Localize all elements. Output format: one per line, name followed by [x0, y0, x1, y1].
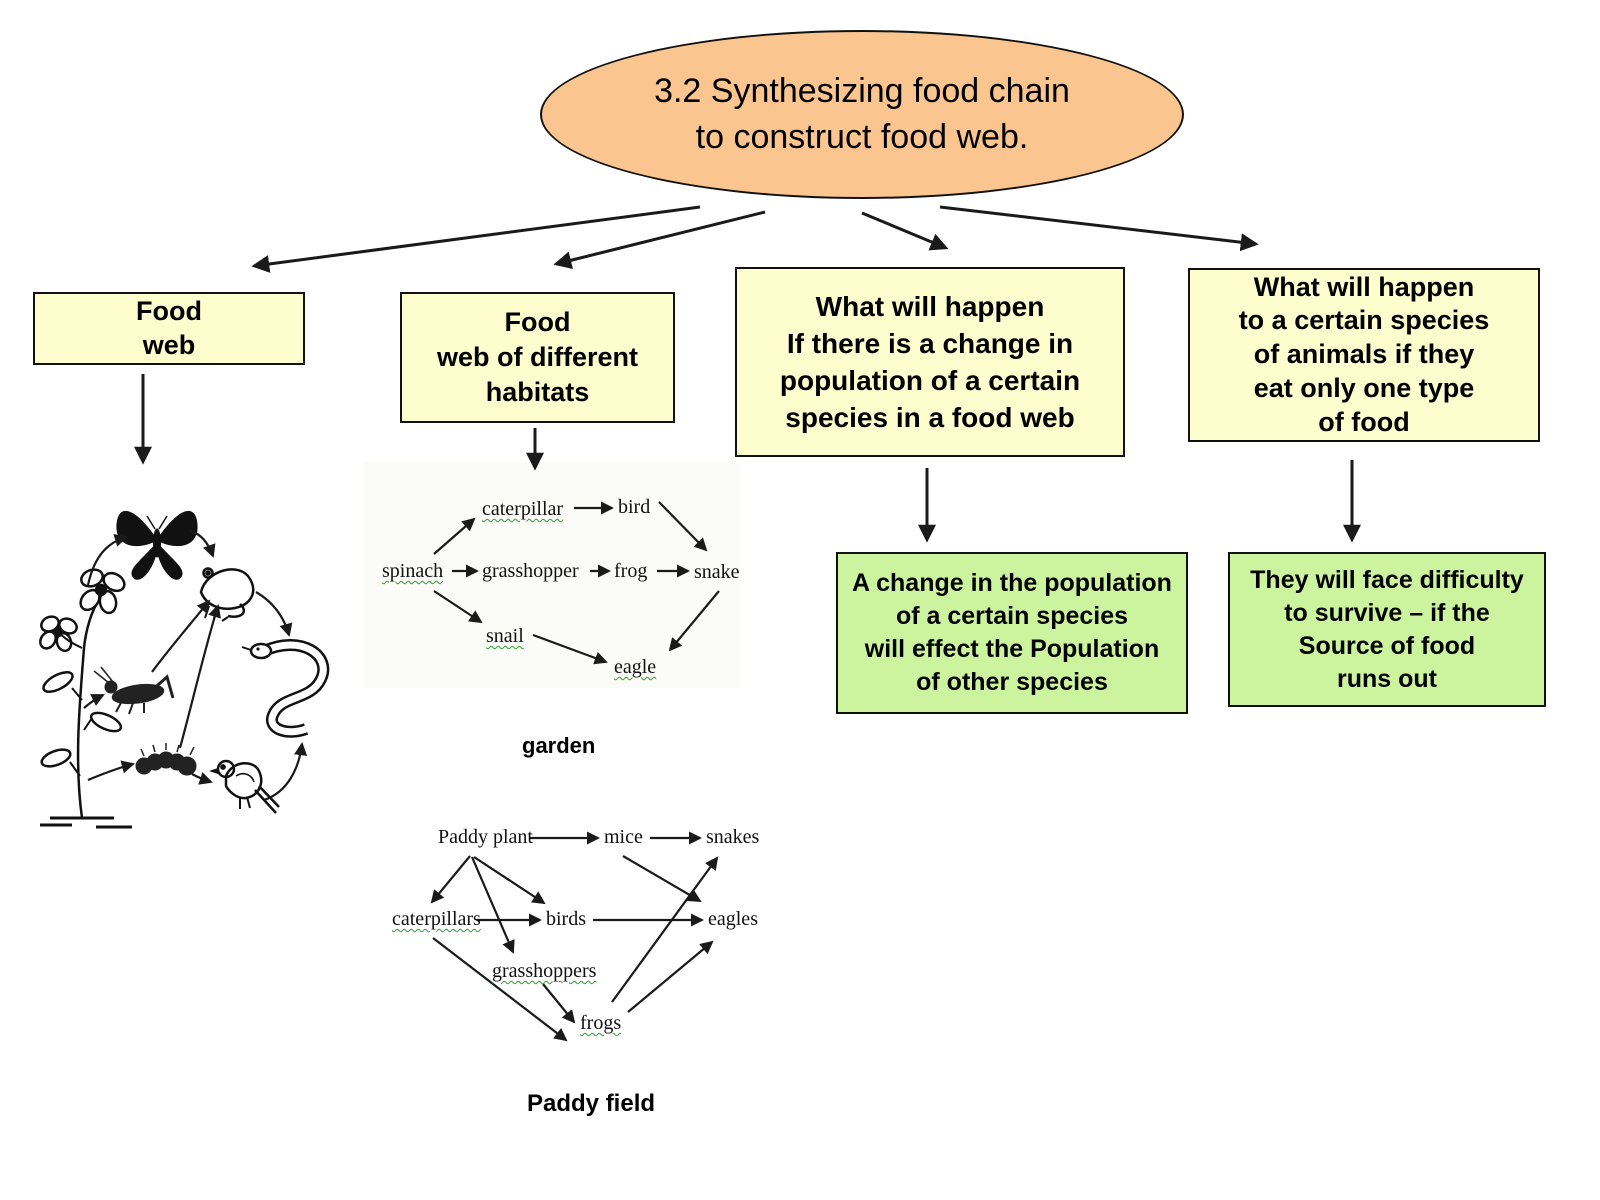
topic-box-population-change: What will happen If there is a change in…	[735, 267, 1125, 457]
paddy-field-caption: Paddy field	[527, 1090, 656, 1117]
topic-box-one-food-type: What will happen to a certain species of…	[1188, 268, 1540, 442]
edge-grasshoppers-frogs	[542, 983, 576, 1024]
paddy-node-grasshoppers: grasshoppers	[492, 960, 597, 982]
garden-node-grasshopper: grasshopper	[482, 560, 579, 582]
garden-node-frog: frog	[614, 560, 648, 582]
topic-line: habitats	[485, 377, 590, 408]
topic-line: Food	[504, 306, 571, 337]
edge-paddyplant-grasshoppers	[470, 856, 515, 954]
topic-line: What will happen	[815, 290, 1045, 322]
arrow-title-to-one-food-type	[939, 205, 1259, 252]
paddy-node-mice: mice	[604, 826, 643, 848]
arrow-frog-snake	[255, 591, 293, 637]
topic-box-food-web: Food web	[33, 292, 305, 365]
arrow-butterfly-frog	[189, 529, 216, 558]
result-line: They will face difficulty	[1250, 565, 1524, 594]
snake-icon	[241, 639, 330, 738]
paddy-node-eagles: eagles	[708, 908, 758, 930]
arrow-title-to-habitats	[553, 210, 766, 270]
title-fan-arrows	[251, 205, 1259, 273]
paddy-web-arrows	[430, 831, 719, 1042]
edge-caterpillars-frogs	[432, 937, 568, 1042]
result-line: of a certain species	[895, 602, 1129, 630]
topic-box-food-web-habitats: Food web of different habitats	[400, 292, 675, 423]
result-line: of other species	[916, 668, 1108, 696]
paddy-node-snakes: snakes	[706, 826, 760, 848]
result-box-population-effect: A change in the population of a certain …	[836, 552, 1188, 714]
arrow-title-to-food-web	[251, 205, 701, 273]
topic-line: of animals if they	[1253, 339, 1475, 370]
result-line: will effect the Population	[864, 635, 1160, 663]
topic-line: to a certain species	[1238, 305, 1490, 336]
pictorial-food-web	[39, 510, 330, 829]
arrow-caterpillar-bird	[191, 772, 213, 785]
garden-node-spinach: spinach	[382, 560, 444, 582]
edge-frogs-snakes	[611, 856, 719, 1003]
paddy-node-caterpillars: caterpillars	[392, 908, 481, 930]
topic-line: species in a food web	[785, 402, 1075, 434]
arrow-plant-grasshopper	[83, 694, 105, 709]
caterpillar-icon	[135, 743, 197, 776]
paddy-node-birds: birds	[546, 908, 586, 930]
frog-icon	[199, 567, 255, 622]
topic-line: population of a certain	[779, 365, 1081, 396]
result-line: to survive – if the	[1284, 598, 1490, 627]
garden-node-caterpillar: caterpillar	[482, 498, 564, 520]
topic-line: Food	[136, 295, 202, 326]
butterfly-icon	[116, 510, 198, 580]
arrow-caterpillar-frog	[178, 604, 221, 749]
pictorial-arrows	[83, 529, 308, 802]
arrow-title-to-population-change	[861, 211, 949, 251]
paddy-node-paddy-plant: Paddy plant	[438, 826, 533, 848]
arrow-grasshopper-frog	[151, 599, 211, 673]
grasshopper-icon	[93, 666, 175, 715]
garden-caption: garden	[522, 733, 596, 758]
title-line-2: to construct food web.	[695, 117, 1029, 156]
edge-mice-eagles	[622, 855, 702, 902]
result-line: Source of food	[1298, 631, 1476, 660]
garden-node-bird: bird	[618, 496, 651, 518]
title-ellipse: 3.2 Synthesizing food chain to construct…	[540, 30, 1184, 199]
topic-line: of food	[1318, 406, 1410, 437]
result-line: A change in the population	[852, 569, 1172, 597]
topic-line: eat only one type	[1253, 372, 1475, 403]
bird-icon	[209, 759, 280, 814]
arrow-bird-snake	[263, 742, 308, 802]
topic-line: What will happen	[1253, 271, 1475, 302]
plant-icon	[39, 568, 132, 829]
topic-line: If there is a change in	[786, 327, 1074, 359]
garden-node-eagle: eagle	[614, 656, 657, 678]
edge-frogs-eagles	[627, 940, 714, 1013]
topic-line: web	[142, 329, 196, 360]
topic-line: web of different	[437, 341, 638, 372]
edge-paddyplant-birds	[473, 856, 546, 905]
arrow-plant-butterfly	[86, 534, 128, 586]
result-box-survival-difficulty: They will face difficulty to survive – i…	[1228, 552, 1546, 707]
edge-paddyplant-caterpillars	[430, 855, 471, 904]
title-line-1: 3.2 Synthesizing food chain	[654, 71, 1070, 110]
garden-node-snail: snail	[486, 625, 524, 647]
arrow-plant-caterpillar	[87, 760, 135, 782]
paddy-node-frogs: frogs	[580, 1012, 622, 1034]
garden-node-snake: snake	[694, 561, 740, 583]
result-line: runs out	[1337, 664, 1437, 693]
